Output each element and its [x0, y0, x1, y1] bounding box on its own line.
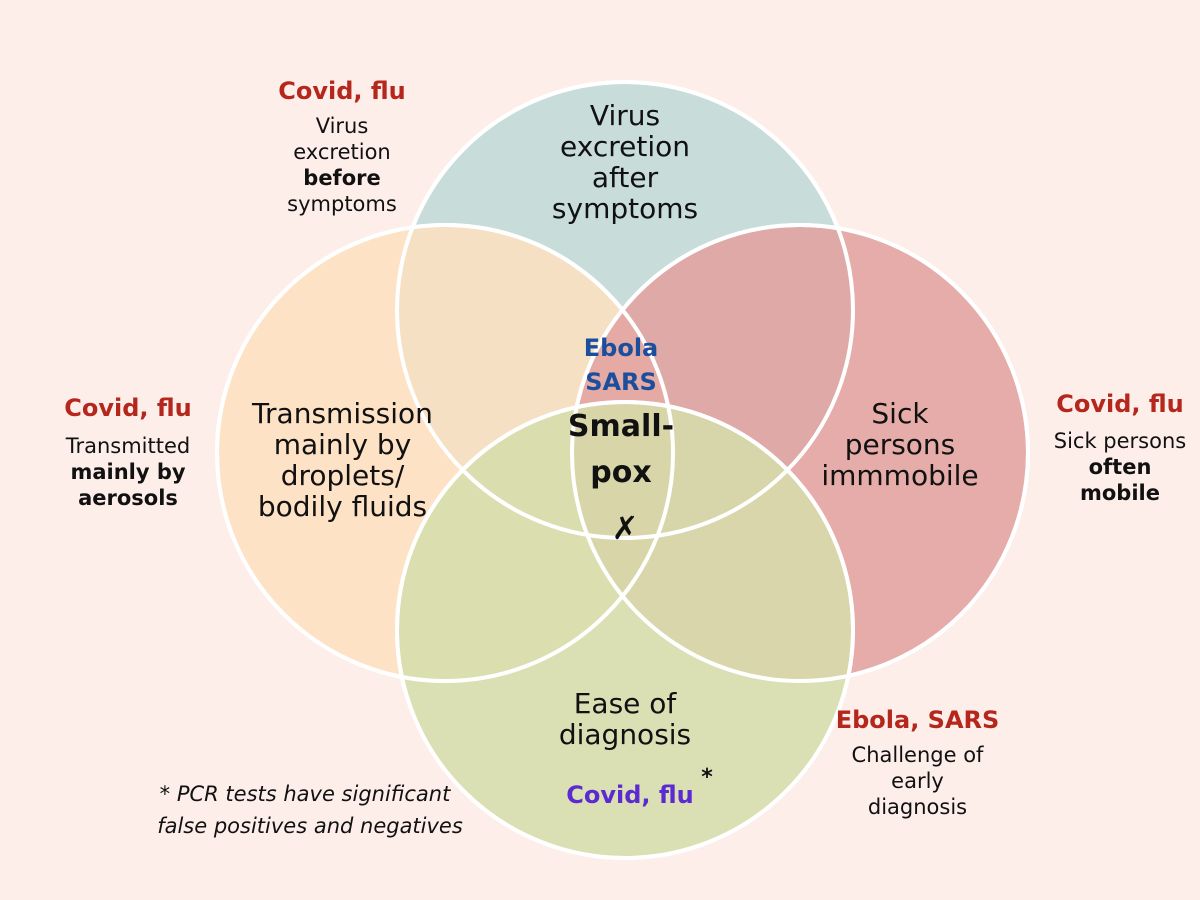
footnote-line2: false positives and negatives	[157, 814, 463, 838]
left-note-heading: Covid, flu	[64, 394, 192, 422]
bottom-right-note-line3: diagnosis	[867, 795, 968, 819]
right-note-bold1: often	[1088, 455, 1152, 479]
right-circle-label: Sick persons immmobile	[821, 397, 979, 492]
center-smallpox-label-1: Small-	[567, 409, 675, 444]
right-note-bold2: mobile	[1080, 481, 1160, 505]
bottom-right-note-line2: early	[891, 769, 944, 793]
cross-mark-icon: ✗	[611, 509, 639, 547]
footnote-line1: * PCR tests have significant	[159, 782, 451, 806]
center-smallpox-label-2: pox	[590, 455, 652, 490]
top-circle-label: Virus excretion after symptoms	[551, 99, 699, 225]
bottom-inner-asterisk: *	[701, 765, 713, 790]
center-ebola-label: Ebola	[583, 334, 659, 362]
top-left-note-bold: before	[303, 166, 381, 190]
top-left-note-line3: symptoms	[287, 192, 397, 216]
top-left-note-heading: Covid, flu	[278, 77, 406, 105]
right-note-heading: Covid, flu	[1056, 390, 1184, 418]
bottom-right-note-heading: Ebola, SARS	[835, 706, 1000, 734]
center-sars-label: SARS	[585, 368, 657, 396]
left-note-line1: Transmitted	[65, 434, 191, 458]
right-note-line1: Sick persons	[1053, 429, 1187, 453]
top-left-note-line2: excretion	[293, 140, 391, 164]
bottom-inner-label: Covid, flu	[566, 781, 694, 809]
left-note-bold2: aerosols	[78, 486, 178, 510]
left-note-bold1: mainly by	[70, 460, 186, 484]
circle-outlines	[215, 80, 1030, 860]
bottom-right-note-line1: Challenge of	[851, 743, 984, 767]
top-left-note-line1: Virus	[315, 114, 369, 138]
bottom-circle-label: Ease of diagnosis	[558, 687, 692, 751]
left-circle-label: Transmission mainly by droplets/ bodily …	[252, 397, 433, 523]
